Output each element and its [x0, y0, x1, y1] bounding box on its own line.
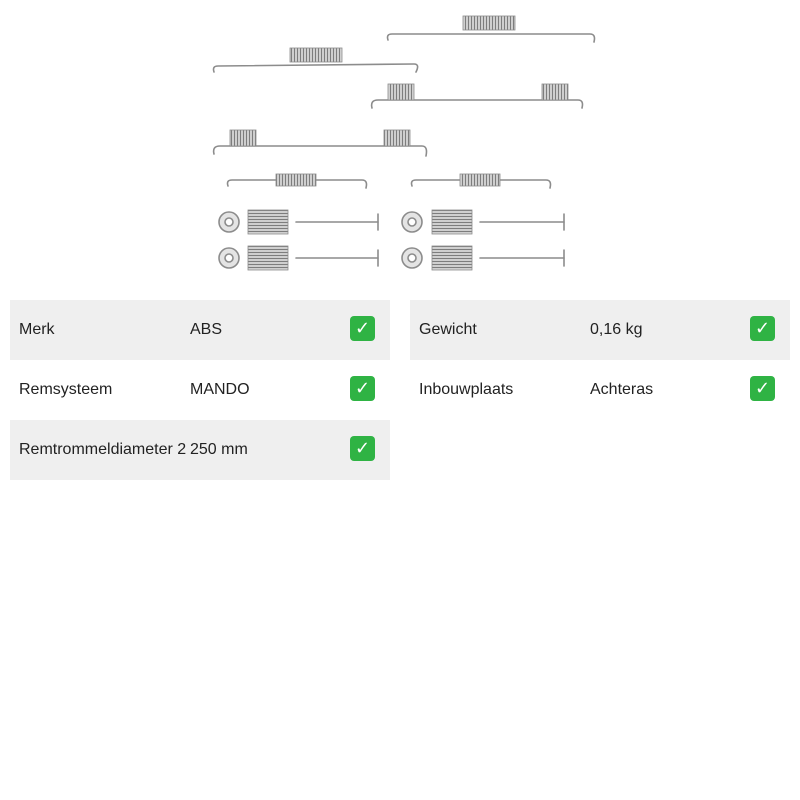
- check-icon: ✓: [750, 316, 775, 341]
- spec-label: Gewicht: [419, 321, 477, 338]
- spec-label: Merk: [19, 321, 55, 338]
- spec-row-gewicht: Gewicht 0,16 kg ✓: [410, 300, 790, 360]
- spec-row-merk: Merk ABS ✓: [10, 300, 390, 360]
- check-icon: ✓: [350, 316, 375, 341]
- spec-row-remsysteem: Remsysteem MANDO ✓: [10, 360, 390, 420]
- spec-row-inbouwplaats: Inbouwplaats Achteras ✓: [410, 360, 790, 420]
- spec-value: 250 mm: [190, 441, 248, 458]
- spec-label: Remtrommeldiameter 2: [19, 441, 187, 458]
- spec-label: Inbouwplaats: [419, 381, 514, 398]
- check-icon: ✓: [350, 436, 375, 461]
- product-image: [212, 15, 596, 271]
- spec-table-right: Gewicht 0,16 kg ✓ Inbouwplaats Achteras …: [410, 300, 790, 420]
- spec-value: 0,16 kg: [590, 321, 643, 338]
- check-icon: ✓: [350, 376, 375, 401]
- spec-row-remtrommeldiameter: Remtrommeldiameter 2 250 mm ✓: [10, 420, 390, 480]
- spec-table-left: Merk ABS ✓ Remsysteem MANDO ✓ Remtrommel…: [10, 300, 390, 480]
- spec-value: MANDO: [190, 381, 250, 398]
- spec-label: Remsysteem: [19, 381, 113, 398]
- spec-value: Achteras: [590, 381, 654, 398]
- check-icon: ✓: [750, 376, 775, 401]
- spec-value: ABS: [190, 321, 223, 338]
